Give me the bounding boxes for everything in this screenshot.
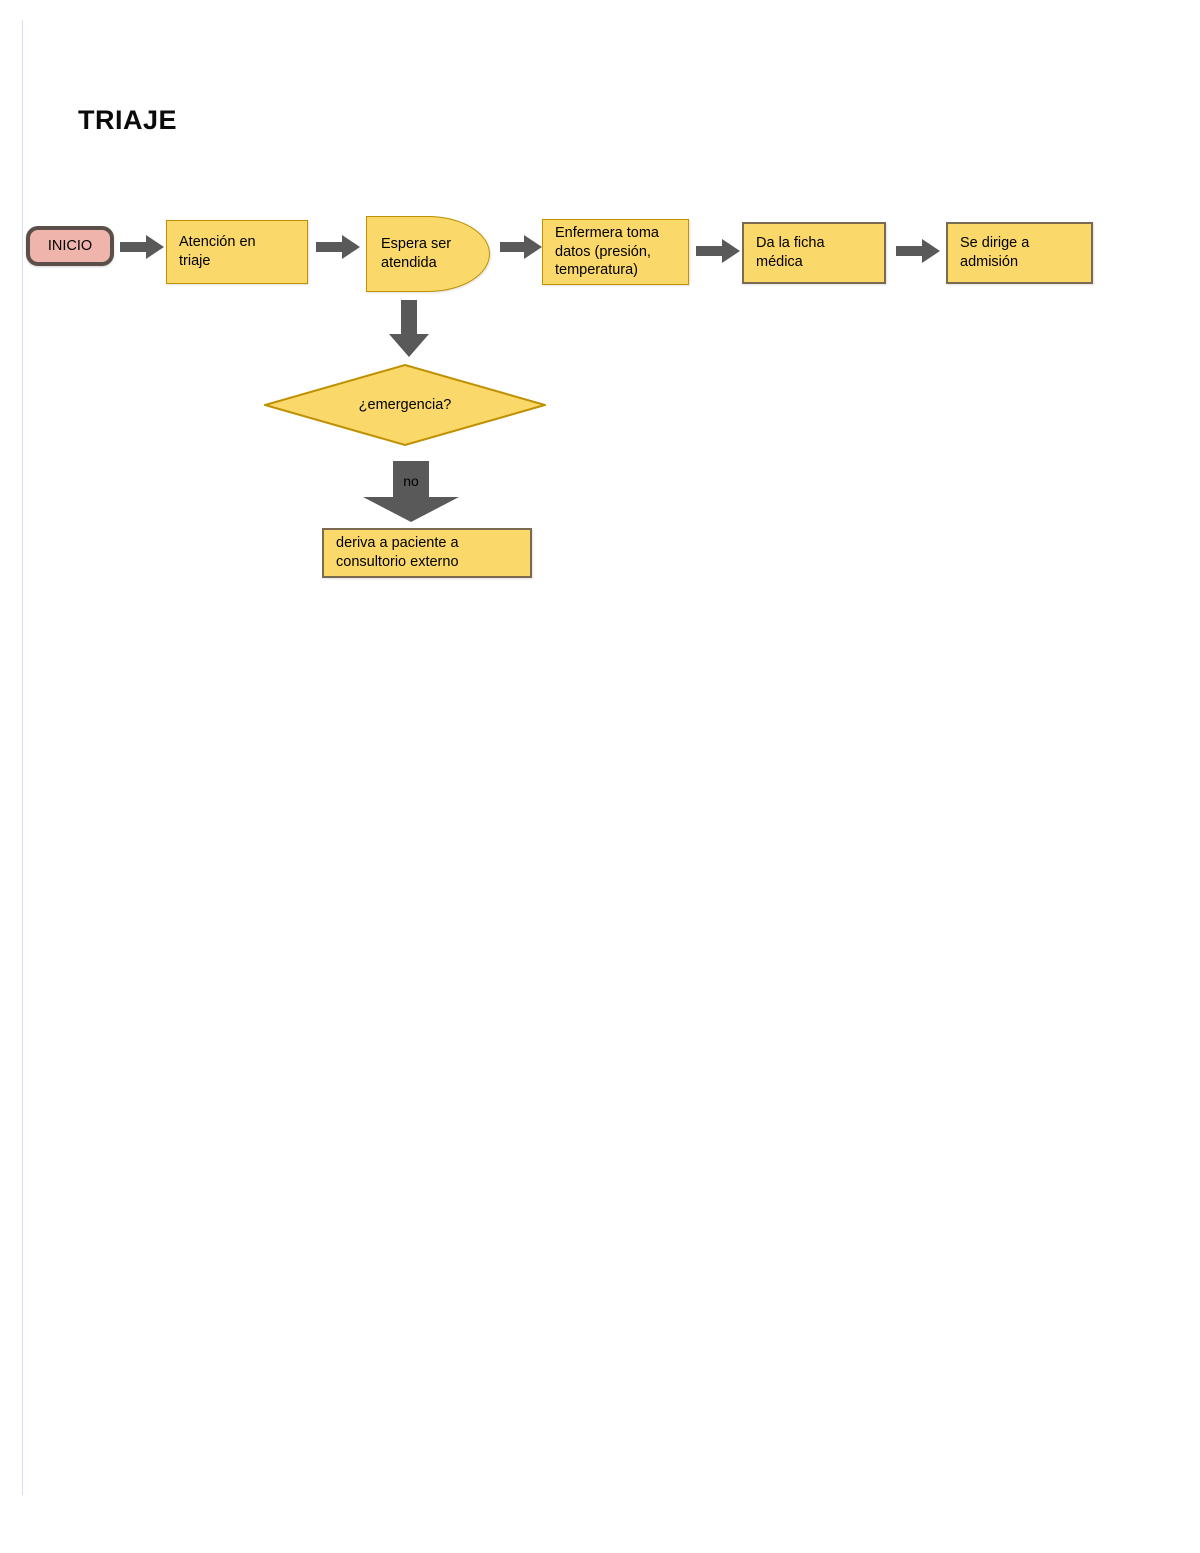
arrow-espera-to-emergencia xyxy=(388,300,430,358)
node-da-la-ficha-medica[interactable]: Da la ficha médica xyxy=(742,222,886,284)
node-emergencia-decision-label: ¿emergencia? xyxy=(358,396,452,413)
node-se-dirige-a-admision[interactable]: Se dirige a admisión xyxy=(946,222,1093,284)
arrow-emergencia-to-consultorio: no xyxy=(362,461,460,523)
arrow-enfermera-to-ficha xyxy=(696,238,740,264)
arrow-inicio-to-atencion xyxy=(120,234,164,260)
node-se-dirige-a-admision-label: Se dirige a admisión xyxy=(960,235,1030,270)
arrow-ficha-to-admision xyxy=(896,238,940,264)
node-atencion-en-triaje-label: Atención en triaje xyxy=(179,234,256,269)
node-atencion-en-triaje[interactable]: Atención en triaje xyxy=(166,220,308,284)
node-espera-ser-atendida-label: Espera ser atendida xyxy=(381,236,452,271)
node-deriva-a-consultorio-externo[interactable]: deriva a paciente a consultorio externo xyxy=(322,528,532,578)
node-inicio-label: INICIO xyxy=(47,237,93,254)
decision-diamond-shape xyxy=(264,364,546,446)
node-emergencia-decision[interactable]: ¿emergencia? xyxy=(264,364,546,446)
node-inicio[interactable]: INICIO xyxy=(26,226,114,266)
arrow-espera-to-enfermera xyxy=(500,234,542,260)
node-enfermera-toma-datos[interactable]: Enfermera toma datos (presión, temperatu… xyxy=(542,219,689,285)
page-title: TRIAJE xyxy=(78,105,178,135)
page-margin-rule xyxy=(22,20,23,1495)
arrow-atencion-to-espera xyxy=(316,234,360,260)
node-espera-ser-atendida[interactable]: Espera ser atendida xyxy=(366,216,490,292)
node-deriva-a-consultorio-externo-label: deriva a paciente a consultorio externo xyxy=(336,535,459,570)
node-da-la-ficha-medica-label: Da la ficha médica xyxy=(756,235,825,270)
node-enfermera-toma-datos-label: Enfermera toma datos (presión, temperatu… xyxy=(555,225,659,279)
